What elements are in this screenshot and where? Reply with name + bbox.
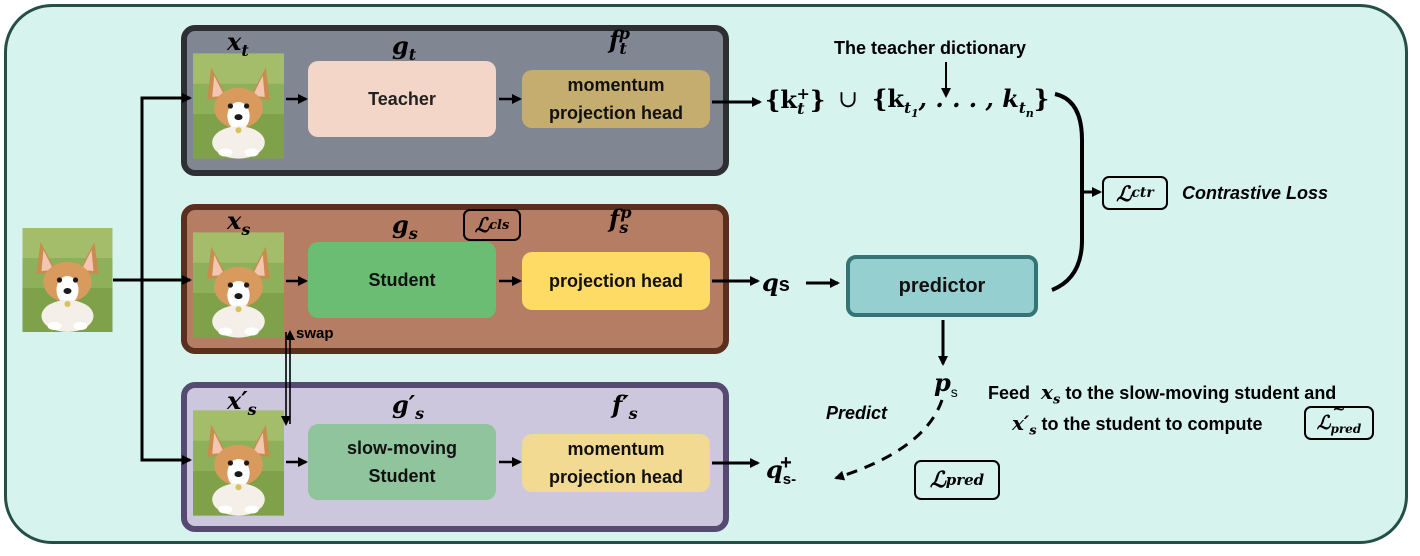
- slow-head-symbol: f′s: [612, 390, 638, 423]
- source-image: [22, 228, 113, 332]
- feed-note-line-2: x′s to the student to compute: [1012, 411, 1263, 439]
- tilde-prediction-loss-badge: ~ ℒpred: [1304, 400, 1374, 440]
- slow-student-input-image: [193, 410, 284, 516]
- prediction-p: ps: [934, 368, 958, 400]
- positive-key: {kt+}: [765, 84, 826, 118]
- predictor-box: predictor: [846, 255, 1038, 317]
- teacher-head-symbol: ftp: [609, 24, 630, 58]
- swap-label: swap: [296, 325, 334, 342]
- contrastive-loss-label: Contrastive Loss: [1182, 183, 1329, 203]
- student-output-q: qs: [762, 268, 790, 297]
- student-encoder-box: Student: [308, 242, 496, 318]
- student-encoder-symbol: gs: [392, 210, 418, 243]
- slow-input-symbol: x′s: [227, 386, 257, 419]
- teacher-dictionary-label: The teacher dictionary: [834, 38, 1027, 58]
- negative-keys: {kt1, . . . , ktn}: [872, 84, 1050, 120]
- union-symbol: ∪: [838, 85, 859, 113]
- student-projection-head-box: projection head: [522, 252, 710, 310]
- slow-encoder-symbol: g′s: [392, 390, 425, 423]
- slow-output-q: qs-+: [766, 452, 797, 488]
- predict-label: Predict: [826, 403, 888, 423]
- student-head-symbol: fsp: [609, 203, 632, 237]
- student-input-image: [193, 232, 284, 338]
- teacher-encoder-symbol: gt: [392, 31, 417, 64]
- teacher-input-image: [193, 53, 284, 159]
- teacher-input-symbol: xt: [227, 27, 249, 60]
- student-input-symbol: xs: [227, 206, 251, 239]
- teacher-encoder-box: Teacher: [308, 61, 496, 137]
- feed-note-line-1: Feed xs to the slow-moving student and: [988, 380, 1337, 408]
